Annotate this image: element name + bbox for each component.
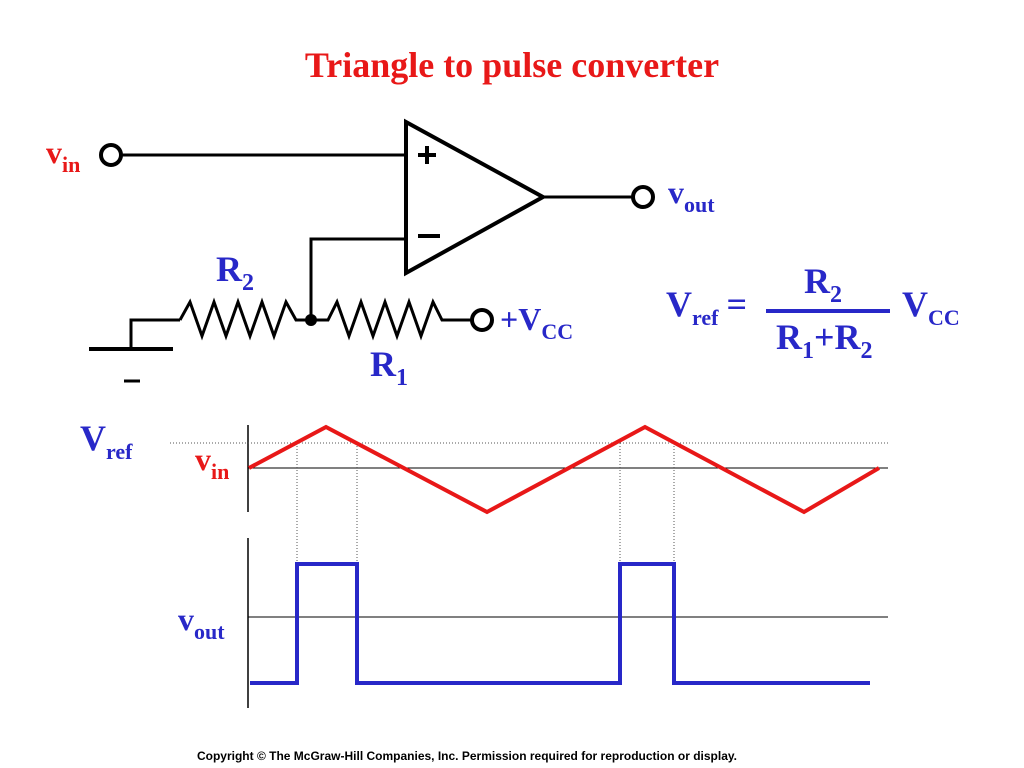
divider-junction xyxy=(305,314,317,326)
vout-pulse-wave xyxy=(250,562,870,685)
formula-lhs: Vref= xyxy=(666,284,747,330)
vin-triangle-wave xyxy=(248,424,881,515)
vin-terminal xyxy=(99,143,123,167)
vout-axis-label: vout xyxy=(178,601,225,644)
vcc-terminal xyxy=(470,308,494,332)
circuit-schematic: vin vout R2 R1 +VCC xyxy=(46,118,715,391)
opamp-triangle xyxy=(404,118,548,277)
r1-label: R1 xyxy=(370,344,408,391)
vref-formula: Vref= R2 R1+R2 VCC xyxy=(666,261,960,364)
vin-label: vin xyxy=(46,134,80,177)
inverting-input-wire xyxy=(309,237,406,320)
formula-denominator: R1+R2 xyxy=(776,317,873,364)
formula-numerator: R2 xyxy=(804,261,842,308)
resistor-r2 xyxy=(178,297,311,341)
slide-title: Triangle to pulse converter xyxy=(304,45,720,85)
copyright-notice: Copyright © The McGraw-Hill Companies, I… xyxy=(196,749,738,763)
waveform-plots: Vref vin vout xyxy=(80,418,888,708)
ground-wire xyxy=(129,318,180,349)
r2-label: R2 xyxy=(216,249,254,296)
resistor-r1 xyxy=(311,297,472,341)
vout-label: vout xyxy=(668,174,715,217)
vout-terminal xyxy=(631,185,655,209)
vcc-label: +VCC xyxy=(500,301,573,344)
formula-rhs: VCC xyxy=(902,284,960,330)
vref-axis-label: Vref xyxy=(80,418,133,464)
vin-axis-label: vin xyxy=(195,441,229,484)
